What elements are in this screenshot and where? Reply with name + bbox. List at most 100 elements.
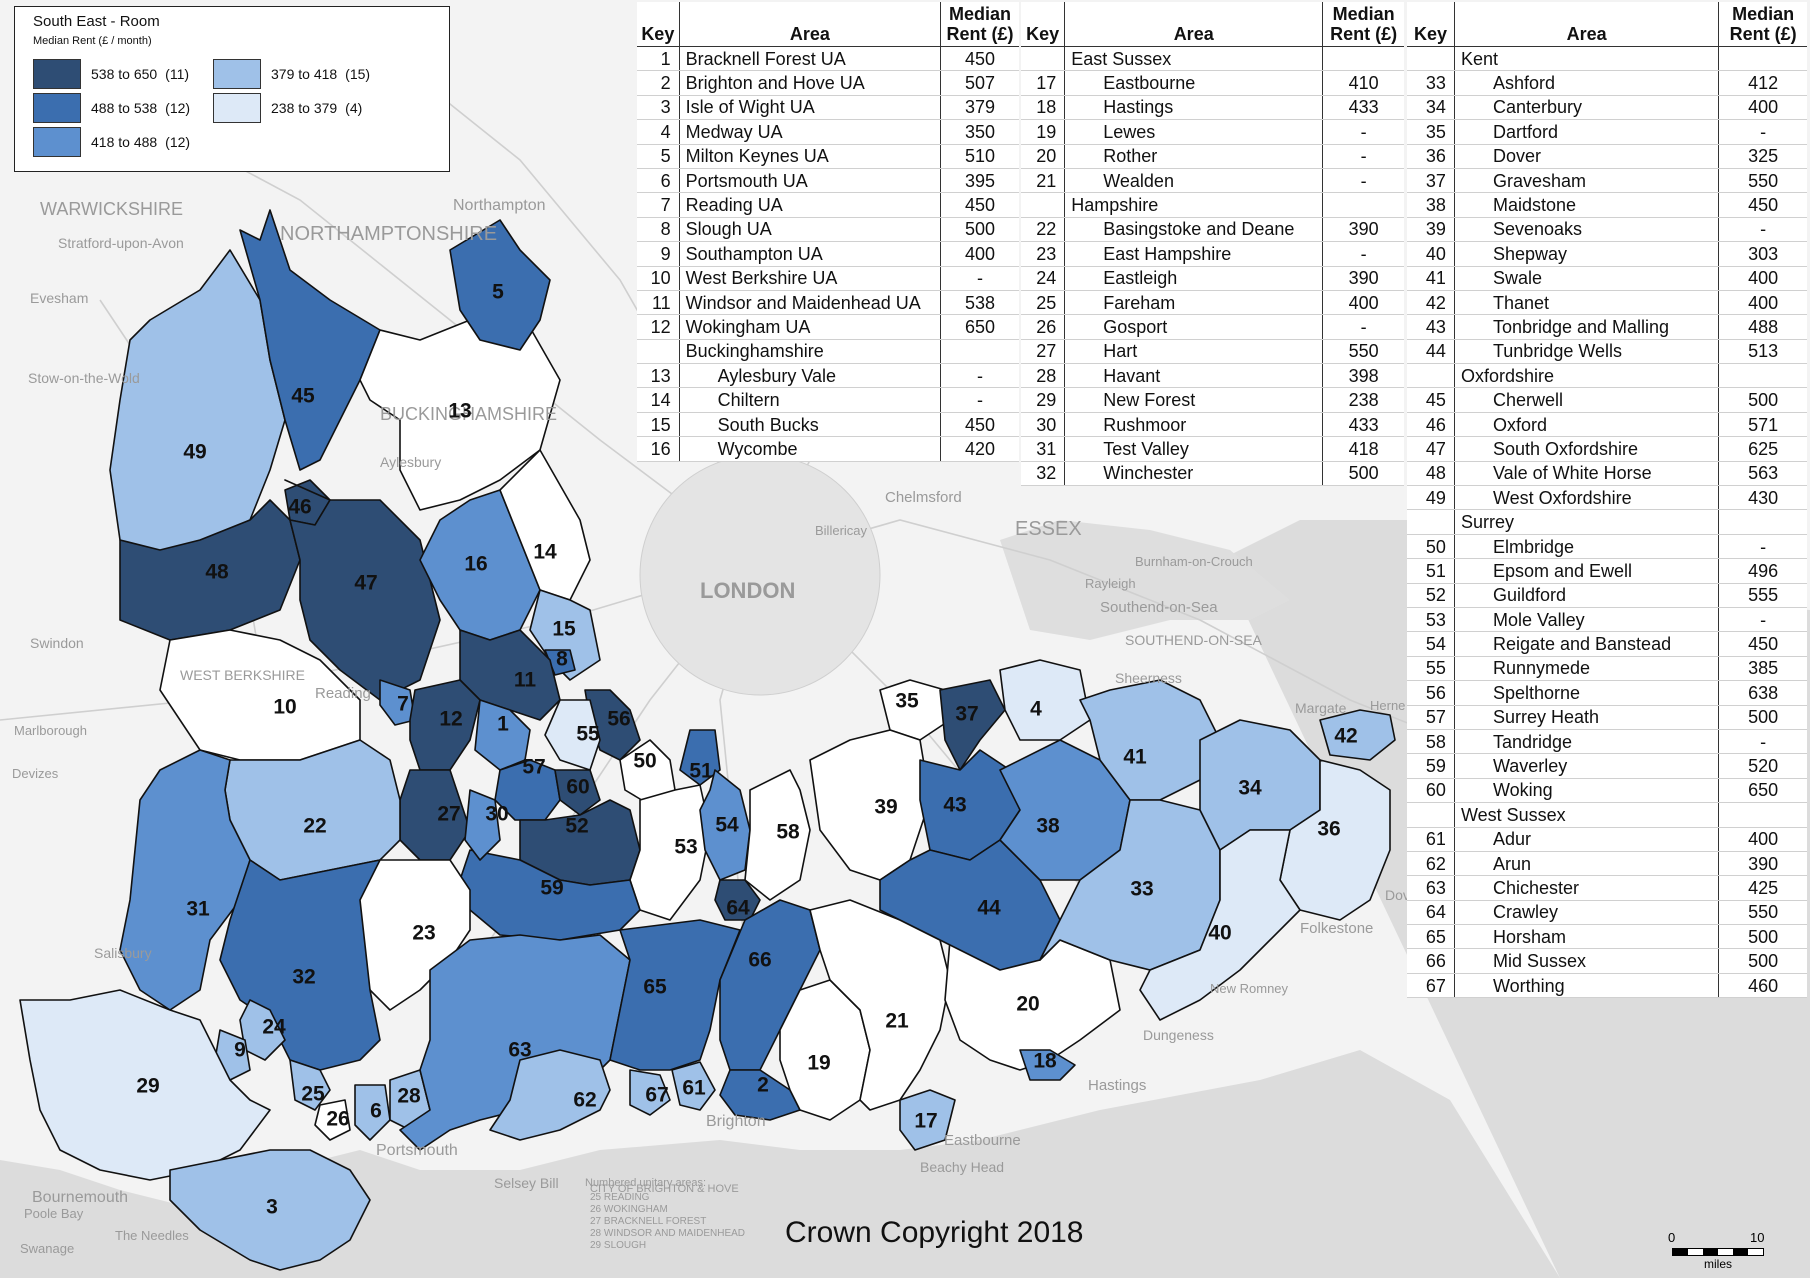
area-39[interactable] [809, 729, 931, 881]
area-42[interactable] [1319, 709, 1396, 761]
cell-key: 14 [637, 387, 680, 413]
cell-rent: - [1718, 119, 1807, 145]
area-18[interactable] [1019, 1049, 1076, 1081]
cell-rent: 412 [1718, 70, 1807, 96]
cell-area: Eastbourne [1064, 70, 1324, 96]
area-15[interactable] [529, 589, 601, 681]
area-26[interactable] [314, 1099, 351, 1141]
area-60[interactable] [554, 769, 601, 816]
area-47[interactable] [284, 479, 441, 701]
label-reading: Reading [315, 685, 371, 702]
cell-key: 43 [1407, 314, 1455, 340]
cell-rent: 410 [1322, 70, 1404, 96]
cell-area: Hastings [1064, 95, 1324, 121]
svg-text:44: 44 [977, 897, 1001, 920]
area-32[interactable] [219, 859, 381, 1071]
cell-area: Mid Sussex [1454, 948, 1720, 974]
cell-rent: 350 [940, 119, 1019, 145]
area-57[interactable] [494, 759, 561, 821]
svg-text:47: 47 [354, 572, 377, 595]
cell-area: Canterbury [1454, 95, 1720, 121]
area-62[interactable] [489, 1049, 611, 1141]
scale-bar: 0 10 miles [1668, 1230, 1768, 1271]
group-rent [940, 339, 1019, 365]
area-37[interactable] [939, 679, 1006, 771]
cell-key: 22 [1021, 217, 1066, 243]
cell-key: 3 [637, 95, 680, 121]
area-25[interactable] [289, 1059, 331, 1111]
area-6[interactable] [354, 1084, 391, 1141]
area-29[interactable] [19, 989, 271, 1181]
area-45[interactable] [239, 209, 381, 471]
cell-area: Lewes [1064, 119, 1324, 145]
area-1[interactable] [474, 699, 531, 771]
cell-rent: 538 [940, 290, 1019, 316]
area-61[interactable] [671, 1061, 716, 1111]
area-51[interactable] [679, 729, 721, 786]
label-hastings: Hastings [1088, 1077, 1146, 1094]
cell-rent: 379 [940, 95, 1019, 121]
group-label: Buckinghamshire [679, 339, 942, 365]
area-5[interactable] [449, 219, 551, 351]
area-7[interactable] [379, 679, 416, 726]
cell-key: 15 [637, 412, 680, 438]
legend-swatch [33, 127, 81, 157]
cell-rent: 420 [940, 436, 1019, 462]
cell-key: 8 [637, 217, 680, 243]
area-40[interactable] [1139, 829, 1301, 1021]
cell-area: Spelthorne [1454, 680, 1720, 706]
cell-area: Waverley [1454, 753, 1720, 779]
area-58[interactable] [744, 769, 811, 901]
svg-text:21: 21 [885, 1010, 909, 1033]
cell-key: 62 [1407, 851, 1455, 877]
area-65[interactable] [609, 919, 741, 1071]
area-24[interactable] [239, 999, 286, 1061]
area-14[interactable] [499, 449, 591, 601]
label-west-berkshire: WEST BERKSHIRE [180, 667, 305, 683]
areas [19, 209, 1396, 1271]
cell-key: 49 [1407, 485, 1455, 511]
area-3[interactable] [169, 1149, 371, 1271]
area-30[interactable] [464, 789, 501, 861]
cell-rent: 500 [1322, 461, 1404, 487]
area-22[interactable] [224, 739, 401, 881]
area-17[interactable] [899, 1089, 956, 1151]
svg-text:48: 48 [205, 561, 229, 584]
cell-key: 53 [1407, 607, 1455, 633]
svg-text:63: 63 [508, 1039, 531, 1062]
cell-rent: 500 [1718, 924, 1807, 950]
cell-rent: - [1718, 217, 1807, 243]
svg-text:7: 7 [397, 693, 409, 716]
area-53[interactable] [629, 784, 711, 921]
svg-text:58: 58 [776, 821, 800, 844]
cell-area: East Hampshire [1064, 241, 1324, 267]
cell-area: Fareham [1064, 290, 1324, 316]
cell-key: 46 [1407, 412, 1455, 438]
cell-key: 16 [637, 436, 680, 462]
area-67[interactable] [629, 1069, 671, 1116]
sea [0, 520, 1810, 1278]
cell-rent: 500 [1718, 705, 1807, 730]
cell-rent: 400 [940, 241, 1019, 267]
area-31[interactable] [119, 749, 251, 1011]
cell-area: Slough UA [679, 217, 942, 243]
label-eastbourne: Eastbourne [944, 1132, 1021, 1149]
ua-note-line: 27 BRACKNELL FOREST [590, 1216, 706, 1227]
area-2[interactable] [719, 1069, 801, 1121]
area-4[interactable] [999, 659, 1091, 741]
cell-rent: 400 [1718, 95, 1807, 121]
svg-text:43: 43 [943, 794, 966, 817]
label-southend: Southend-on-Sea [1100, 599, 1218, 616]
